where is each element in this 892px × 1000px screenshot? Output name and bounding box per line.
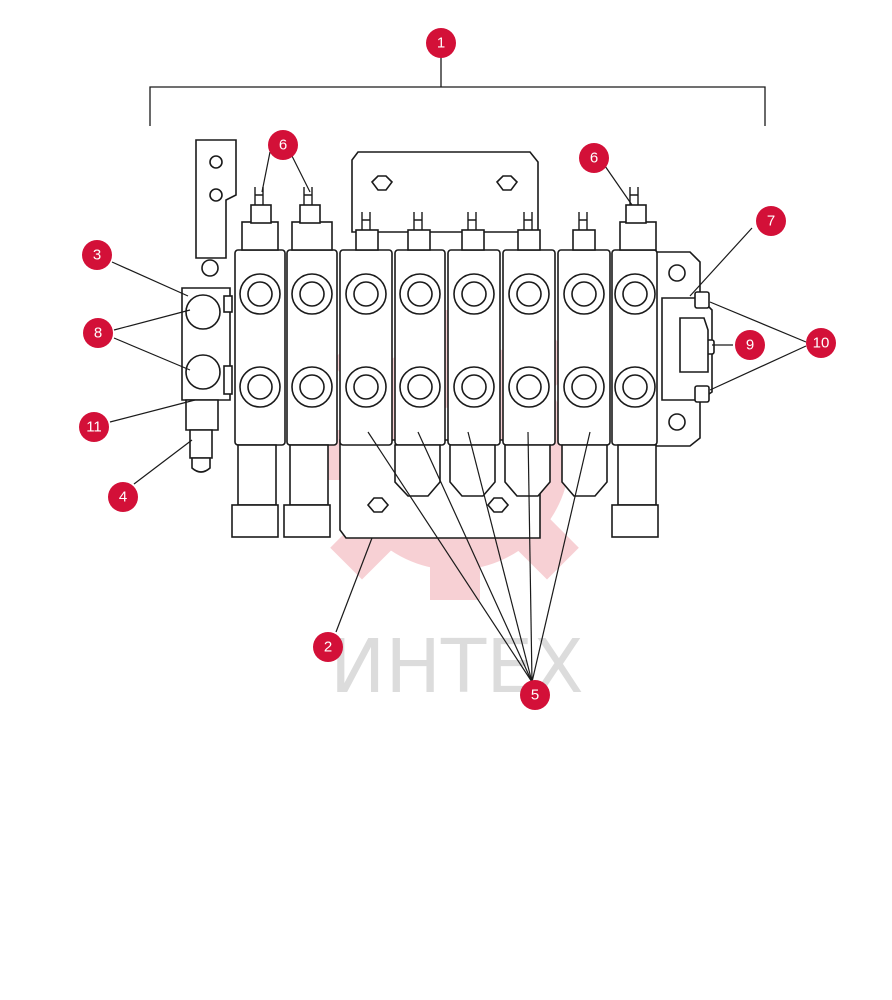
svg-text:5: 5 [531,687,539,704]
callout-4: 4 [108,482,138,512]
leader-lines [109,151,807,683]
assembly-bracket [149,57,766,126]
lever-forks [254,187,639,230]
callout-3: 3 [82,240,112,270]
callout-10: 10 [806,328,836,358]
callout-7: 7 [756,206,786,236]
callout-1: 1 [426,28,456,58]
svg-text:8: 8 [94,325,102,342]
svg-text:4: 4 [119,489,127,506]
svg-text:6: 6 [279,137,287,154]
svg-text:7: 7 [767,213,775,230]
svg-text:1: 1 [437,35,445,52]
spool-caps-top [241,204,657,251]
valve-drawing [181,139,715,539]
svg-text:3: 3 [93,247,101,264]
callout-6-left: 6 [268,130,298,160]
svg-text:11: 11 [86,419,102,436]
callout-5: 5 [520,680,550,710]
valve-sections [234,249,658,446]
spool-ends-bottom [231,444,659,538]
svg-text:9: 9 [746,337,754,354]
callout-2: 2 [313,632,343,662]
callout-8: 8 [83,318,113,348]
svg-text:10: 10 [813,335,830,352]
svg-text:6: 6 [590,150,598,167]
callout-6-right: 6 [579,143,609,173]
callout-11: 11 [79,412,109,442]
svg-text:2: 2 [324,639,332,656]
callout-9: 9 [735,330,765,360]
